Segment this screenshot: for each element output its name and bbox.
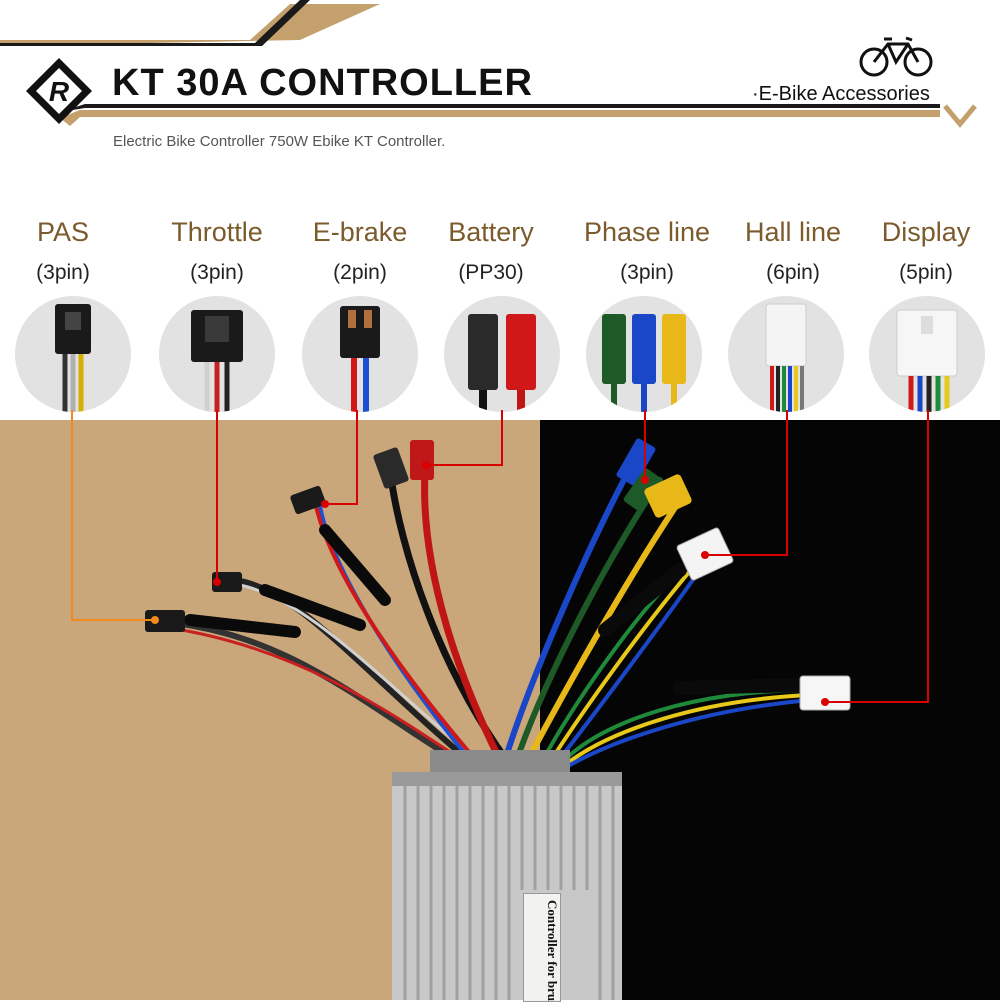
pin-battery: (PP30) bbox=[458, 261, 524, 284]
R-diamond-logo-icon: R bbox=[26, 58, 92, 124]
controller-wiring-illustration bbox=[71, 420, 929, 1000]
throttle-connector-image bbox=[159, 296, 275, 412]
pas-connector-image bbox=[15, 296, 131, 412]
pin-ebrake: (2pin) bbox=[333, 261, 387, 284]
pin-phase-line: (3pin) bbox=[620, 261, 674, 284]
label-throttle: Throttle bbox=[171, 217, 263, 247]
svg-text:R: R bbox=[49, 76, 70, 107]
label-pas: PAS bbox=[36, 217, 90, 247]
pin-pas: (3pin) bbox=[36, 261, 90, 284]
label-ebrake: E-brake bbox=[312, 217, 408, 247]
ebrake-connector-image bbox=[302, 296, 418, 412]
accessories-label: ·E-Bike Accessories bbox=[752, 83, 930, 105]
hall-connector-image bbox=[728, 296, 844, 412]
pin-throttle: (3pin) bbox=[190, 261, 244, 284]
label-phase-line: Phase line bbox=[583, 217, 711, 247]
label-display: Display bbox=[881, 217, 971, 247]
header-decoration bbox=[0, 0, 940, 126]
controller-label-text: Controller for bru bbox=[545, 900, 560, 1002]
chevron-down-icon bbox=[943, 104, 977, 128]
display-connector-image bbox=[869, 296, 985, 412]
pin-display: (5pin) bbox=[899, 261, 953, 284]
controller-label-sticker: Controller for bru bbox=[523, 893, 561, 1002]
page-subtitle: Electric Bike Controller 750W Ebike KT C… bbox=[113, 133, 446, 150]
phase-connector-image bbox=[586, 296, 702, 412]
pin-hall-line: (6pin) bbox=[766, 261, 820, 284]
page-title: KT 30A CONTROLLER bbox=[112, 62, 533, 104]
label-hall-line: Hall line bbox=[744, 217, 842, 247]
bicycle-icon bbox=[859, 36, 933, 77]
label-battery: Battery bbox=[448, 217, 534, 247]
battery-connector-image bbox=[444, 296, 560, 412]
pointer-stubs bbox=[71, 410, 929, 422]
